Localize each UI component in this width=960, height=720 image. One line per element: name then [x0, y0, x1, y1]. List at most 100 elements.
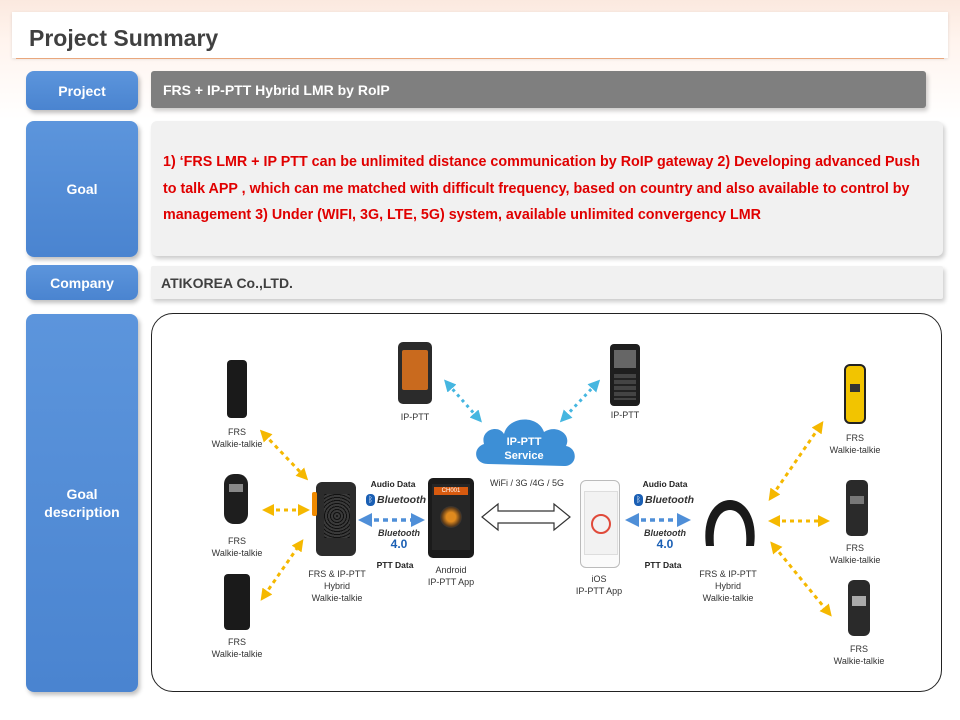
arrow-ipptt1-cloud	[444, 379, 482, 423]
ptt-data-caption-right: PTT Data	[644, 560, 682, 570]
frs-caption-left-1-line2: Walkie-talkie	[211, 439, 263, 449]
android-caption-line1: Android	[435, 565, 467, 575]
frs-caption-left-2-line1: FRS	[228, 536, 246, 546]
ios-app-screen	[584, 491, 618, 555]
frs-caption-left-3-line2: Walkie-talkie	[211, 649, 263, 659]
arrow-ipptt2-cloud	[559, 379, 601, 423]
diagram-arrows	[259, 379, 832, 617]
ptt-side-button	[312, 492, 317, 516]
hybrid-caption-right-line1: FRS & IP-PTT	[699, 569, 757, 579]
frs-caption-right-3: FRS Walkie-talkie	[824, 643, 894, 667]
arrow-frs3-hybrid	[260, 539, 304, 601]
audio-data-caption-left: Audio Data	[370, 479, 416, 489]
hybrid-caption-left-line1: FRS & IP-PTT	[308, 569, 366, 579]
ipptt-rugged-phone	[610, 344, 640, 406]
goal-description-label-line1: Goal	[66, 486, 98, 502]
radio-display	[850, 384, 860, 392]
hybrid-caption-right-line2: Hybrid	[714, 581, 741, 591]
speaker-grille	[324, 494, 350, 538]
ios-caption-line2: IP-PTT App	[575, 586, 623, 596]
hybrid-caption-left: FRS & IP-PTT Hybrid Walkie-talkie	[297, 568, 377, 604]
frs-radio-right-3	[848, 580, 870, 636]
arrow-hybrid-frs4	[768, 421, 824, 501]
goal-description-label: Goal description	[26, 314, 138, 692]
frs-caption-right-2: FRS Walkie-talkie	[820, 542, 890, 566]
frs-caption-right-2-line2: Walkie-talkie	[829, 555, 881, 565]
ios-phone	[580, 480, 620, 568]
bluetooth-version-right: 4.0	[656, 537, 674, 551]
android-caption-line2: IP-PTT App	[427, 577, 475, 587]
arrow-android-ios	[481, 502, 571, 532]
frs-caption-left-1: FRS Walkie-talkie	[202, 426, 272, 450]
frs-caption-left-2-line2: Walkie-talkie	[211, 548, 263, 558]
frs-radio-left-2	[224, 474, 248, 524]
frs-caption-right-2-line1: FRS	[846, 543, 864, 553]
arrow-hybrid-frs6	[770, 541, 832, 617]
ipptt-phone-1	[398, 342, 432, 404]
bluetooth-logo-left: ᛒ Bluetooth	[366, 494, 426, 506]
goal-value: 1) ‘FRS LMR + IP PTT can be unlimited di…	[151, 121, 943, 256]
frs-caption-right-1: FRS Walkie-talkie	[820, 432, 890, 456]
ptt-button-icon	[440, 506, 462, 528]
phone-screen	[402, 350, 428, 390]
cloud-shape	[476, 419, 575, 466]
frs-caption-left-1-line1: FRS	[228, 427, 246, 437]
cloud-label-line1: IP-PTT	[506, 436, 542, 448]
bluetooth-4-badge-left: Bluetooth 4.0	[374, 528, 424, 550]
phone-screen	[614, 350, 636, 368]
system-diagram: IP-PTT Service IP-PTT IP-PTT WiFi / 3G /…	[151, 313, 942, 692]
company-label: Company	[26, 265, 138, 300]
ptt-data-caption-left: PTT Data	[376, 560, 414, 570]
project-label: Project	[26, 71, 138, 110]
bluetooth-4-badge-right: Bluetooth 4.0	[640, 528, 690, 550]
android-channel-label: CH001	[434, 487, 468, 495]
title-divider	[16, 58, 944, 59]
ipptt-caption-1: IP-PTT	[400, 412, 430, 422]
hybrid-neckband	[705, 500, 755, 546]
company-value: ATIKOREA Co.,LTD.	[151, 266, 943, 299]
goal-description-label-line2: description	[44, 504, 120, 520]
ptt-button-icon	[591, 514, 611, 534]
frs-caption-right-1-line1: FRS	[846, 433, 864, 443]
audio-data-caption-right: Audio Data	[642, 479, 688, 489]
android-phone: CH001	[428, 478, 474, 558]
radio-display	[229, 484, 243, 492]
page-title: Project Summary	[29, 25, 219, 51]
hybrid-caption-right: FRS & IP-PTT Hybrid Walkie-talkie	[688, 568, 768, 604]
frs-caption-left-2: FRS Walkie-talkie	[202, 535, 272, 559]
bluetooth-badge-word-left: Bluetooth	[378, 528, 420, 538]
title-card	[12, 12, 948, 58]
phone-keypad	[614, 374, 636, 400]
frs-caption-left-3: FRS Walkie-talkie	[202, 636, 272, 660]
hybrid-walkie-talkie-left	[312, 482, 356, 556]
hybrid-caption-left-line3: Walkie-talkie	[311, 593, 363, 603]
bluetooth-logo-right: ᛒ Bluetooth	[634, 494, 694, 506]
bluetooth-version-left: 4.0	[390, 537, 408, 551]
android-caption: Android IP-PTT App	[414, 564, 488, 588]
frs-radio-right-1	[844, 364, 866, 424]
ipptt-caption-2: IP-PTT	[610, 410, 640, 420]
cloud-label: IP-PTT Service	[490, 435, 558, 463]
bluetooth-wordmark-right: Bluetooth	[645, 494, 694, 506]
frs-radio-left-1	[227, 360, 247, 418]
arrow-frs1-hybrid	[259, 429, 309, 481]
hybrid-caption-left-line2: Hybrid	[323, 581, 350, 591]
bluetooth-badge-word-right: Bluetooth	[644, 528, 686, 538]
frs-caption-right-3-line2: Walkie-talkie	[833, 656, 885, 666]
project-value: FRS + IP-PTT Hybrid LMR by RoIP	[151, 71, 926, 108]
cloud-label-line2: Service	[504, 450, 544, 462]
frs-caption-left-3-line1: FRS	[228, 637, 246, 647]
radio-display	[852, 596, 866, 606]
ios-caption-line1: iOS	[591, 574, 607, 584]
bluetooth-icon: ᛒ	[634, 494, 643, 506]
radio-display	[850, 496, 864, 504]
android-app-screen: CH001	[432, 484, 470, 550]
bluetooth-wordmark-left: Bluetooth	[377, 494, 426, 506]
goal-label: Goal	[26, 121, 138, 257]
bluetooth-icon: ᛒ	[366, 494, 375, 506]
frs-radio-right-2	[846, 480, 868, 536]
hybrid-caption-right-line3: Walkie-talkie	[702, 593, 754, 603]
ios-caption: iOS IP-PTT App	[564, 573, 634, 597]
frs-caption-right-3-line1: FRS	[850, 644, 868, 654]
frs-radio-left-3	[224, 574, 250, 630]
